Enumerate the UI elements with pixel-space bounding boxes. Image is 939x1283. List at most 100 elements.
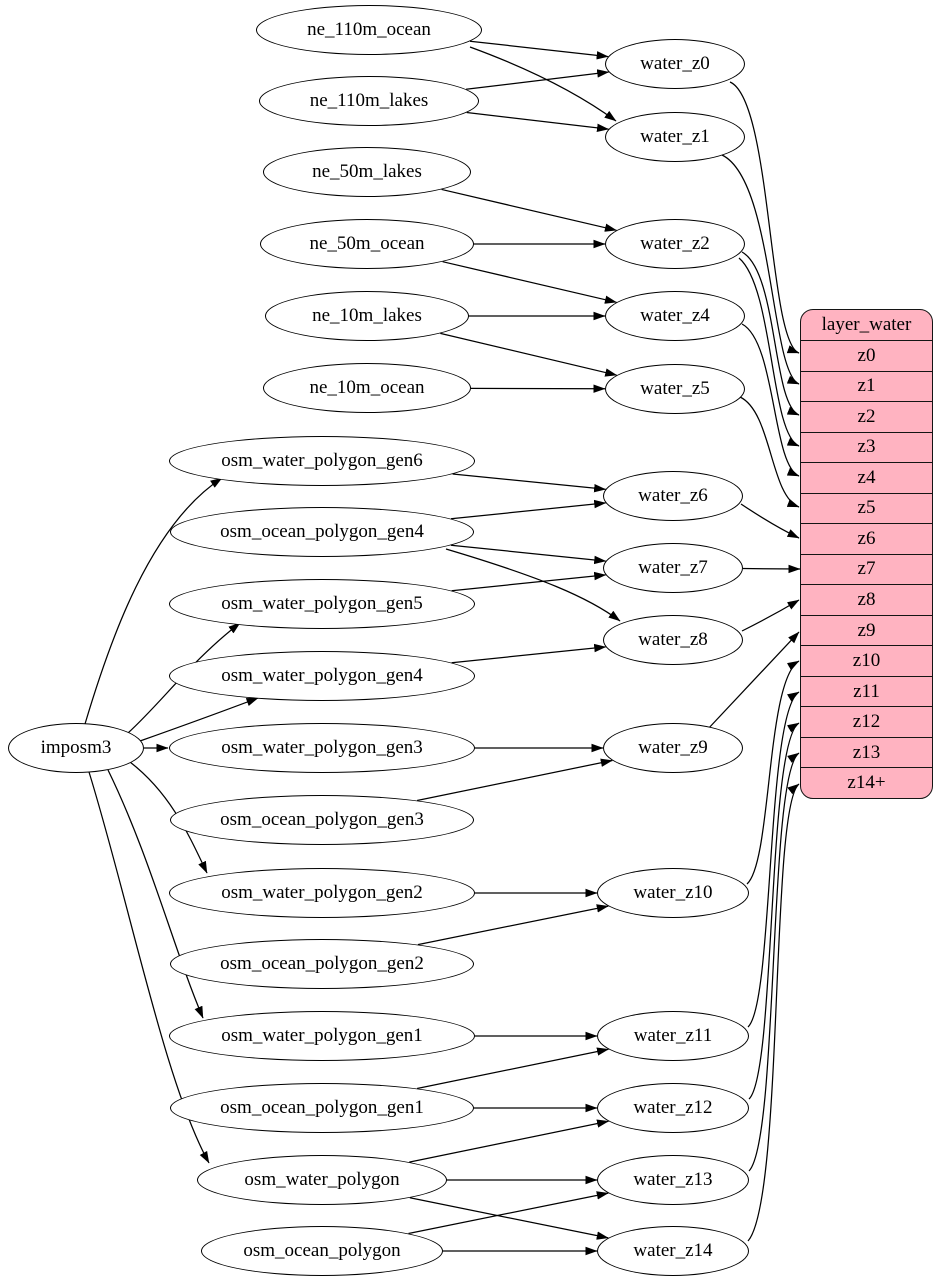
- node-label: osm_water_polygon_gen1: [221, 1025, 423, 1046]
- table-row-z9: z9: [801, 614, 932, 646]
- edge-water_z13-to-layer_water-z13: [748, 752, 800, 1172]
- node-label: osm_water_polygon_gen2: [221, 882, 423, 903]
- edge-ne_10m_lakes-to-water_z5: [440, 332, 618, 377]
- node-label: water_z14: [633, 1240, 713, 1261]
- edge-osm_ocean_polygon_gen4-to-water_z8: [445, 548, 621, 622]
- node-label: water_z9: [638, 737, 708, 758]
- edge-osm_water_polygon_gen6-to-water_z6: [452, 473, 607, 493]
- edge-ne_50m_lakes-to-water_z2: [441, 188, 617, 232]
- table-row-z8: z8: [801, 584, 932, 615]
- edge-water_z6-to-layer_water-z6: [740, 503, 800, 539]
- node-label: osm_water_polygon_gen3: [221, 737, 423, 758]
- edge-ne_110m_lakes-to-water_z1: [466, 111, 610, 133]
- edge-osm_ocean_polygon_gen3-to-water_z9: [416, 758, 613, 802]
- edge-water_z0-to-layer_water-z0: [729, 81, 800, 354]
- node-label: water_z12: [633, 1097, 713, 1118]
- node-label: ne_10m_lakes: [312, 305, 422, 326]
- edge-water_z10-to-layer_water-z10: [746, 660, 800, 885]
- edge-osm_ocean_polygon-to-water_z13: [408, 1191, 609, 1235]
- node-osm_ocean_polygon: osm_ocean_polygon: [201, 1226, 443, 1276]
- node-label: ne_110m_ocean: [307, 19, 431, 40]
- node-osm_ocean_polygon_gen1: osm_ocean_polygon_gen1: [170, 1083, 474, 1133]
- node-label: ne_50m_ocean: [309, 233, 425, 254]
- node-label: osm_ocean_polygon_gen1: [220, 1097, 424, 1118]
- node-water_z7: water_z7: [603, 543, 743, 593]
- node-label: water_z7: [638, 557, 708, 578]
- node-water_z9: water_z9: [603, 723, 743, 773]
- node-water_z0: water_z0: [605, 39, 745, 89]
- edge-osm_ocean_polygon_gen4-to-water_z6: [450, 499, 607, 520]
- node-osm_ocean_polygon_gen4: osm_ocean_polygon_gen4: [170, 507, 474, 557]
- node-imposm3: imposm3: [8, 723, 144, 773]
- node-osm_water_polygon_gen5: osm_water_polygon_gen5: [169, 579, 475, 629]
- edge-ne_110m_ocean-to-water_z0: [469, 40, 609, 60]
- edge-water_z14-to-layer_water-z14+: [747, 783, 800, 1242]
- edge-ne_110m_lakes-to-water_z0: [466, 69, 610, 90]
- node-label: osm_ocean_polygon_gen2: [220, 953, 424, 974]
- node-label: osm_water_polygon_gen4: [221, 665, 423, 686]
- table-title: layer_water: [801, 310, 932, 341]
- node-label: water_z2: [640, 233, 710, 254]
- edge-imposm3-to-osm_water_polygon_gen6: [84, 477, 223, 725]
- node-osm_water_polygon_gen6: osm_water_polygon_gen6: [169, 436, 475, 486]
- edge-water_z9-to-layer_water-z9: [706, 631, 800, 731]
- edge-ne_110m_ocean-to-water_z1: [469, 46, 617, 122]
- edge-water_z5-to-layer_water-z5: [739, 396, 800, 508]
- edge-imposm3-to-osm_water_polygon_gen4: [139, 697, 259, 742]
- node-label: water_z6: [638, 485, 708, 506]
- table-row-z5: z5: [801, 492, 932, 524]
- node-label: osm_ocean_polygon: [243, 1240, 401, 1261]
- node-water_z11: water_z11: [597, 1011, 749, 1061]
- edge-osm_ocean_polygon_gen2-to-water_z10: [417, 904, 609, 946]
- edge-imposm3-to-osm_water_polygon: [88, 771, 210, 1164]
- node-label: water_z8: [638, 629, 708, 650]
- node-label: water_z0: [640, 53, 710, 74]
- edge-water_z8-to-layer_water-z8: [741, 599, 800, 632]
- node-label: water_z5: [640, 378, 710, 399]
- node-label: water_z10: [633, 882, 713, 903]
- node-label: ne_50m_lakes: [312, 161, 422, 182]
- node-label: osm_water_polygon_gen5: [221, 593, 423, 614]
- node-ne_10m_ocean: ne_10m_ocean: [263, 363, 471, 413]
- node-label: imposm3: [40, 737, 112, 758]
- edge-imposm3-to-osm_water_polygon_gen1: [107, 769, 204, 1019]
- edge-water_z4-to-layer_water-z4: [741, 323, 800, 477]
- node-label: osm_ocean_polygon_gen4: [220, 521, 424, 542]
- edge-osm_water_polygon_gen5-to-water_z7: [451, 571, 607, 592]
- edge-osm_water_polygon-to-water_z12: [409, 1119, 610, 1163]
- table-row-z3: z3: [801, 431, 932, 463]
- table-row-z0: z0: [857, 344, 876, 366]
- edge-osm_ocean_polygon_gen4-to-water_z7: [450, 544, 607, 565]
- edge-water_z1-to-layer_water-z1: [721, 154, 800, 385]
- table-row-z14+: z14+: [801, 767, 932, 798]
- node-water_z13: water_z13: [597, 1155, 749, 1205]
- edge-water_z2-to-layer_water-z3: [738, 257, 800, 447]
- node-label: water_z1: [640, 126, 710, 147]
- node-osm_water_polygon: osm_water_polygon: [197, 1155, 447, 1205]
- node-osm_water_polygon_gen3: osm_water_polygon_gen3: [169, 723, 475, 773]
- edge-water_z12-to-layer_water-z12: [748, 722, 800, 1100]
- table-row-z1: z1: [801, 370, 932, 402]
- node-osm_ocean_polygon_gen2: osm_ocean_polygon_gen2: [170, 939, 474, 989]
- node-label: water_z11: [633, 1025, 713, 1046]
- table-row-z10: z10: [801, 645, 932, 676]
- node-label: ne_10m_ocean: [309, 377, 425, 398]
- table-row-z4: z4: [801, 462, 932, 493]
- node-water_z14: water_z14: [597, 1226, 749, 1276]
- node-osm_water_polygon_gen1: osm_water_polygon_gen1: [169, 1011, 475, 1061]
- table-row-z11: z11: [801, 675, 932, 707]
- node-label: osm_ocean_polygon_gen3: [220, 809, 424, 830]
- node-ne_50m_lakes: ne_50m_lakes: [263, 147, 471, 197]
- node-osm_water_polygon_gen2: osm_water_polygon_gen2: [169, 868, 475, 918]
- node-ne_50m_ocean: ne_50m_ocean: [260, 219, 474, 269]
- node-label: ne_110m_lakes: [309, 90, 429, 111]
- edge-water_z11-to-layer_water-z11: [747, 691, 800, 1028]
- node-label: water_z13: [633, 1169, 713, 1190]
- table-row-z13: z13: [801, 736, 932, 768]
- node-osm_ocean_polygon_gen3: osm_ocean_polygon_gen3: [170, 795, 474, 845]
- node-label: water_z4: [640, 305, 710, 326]
